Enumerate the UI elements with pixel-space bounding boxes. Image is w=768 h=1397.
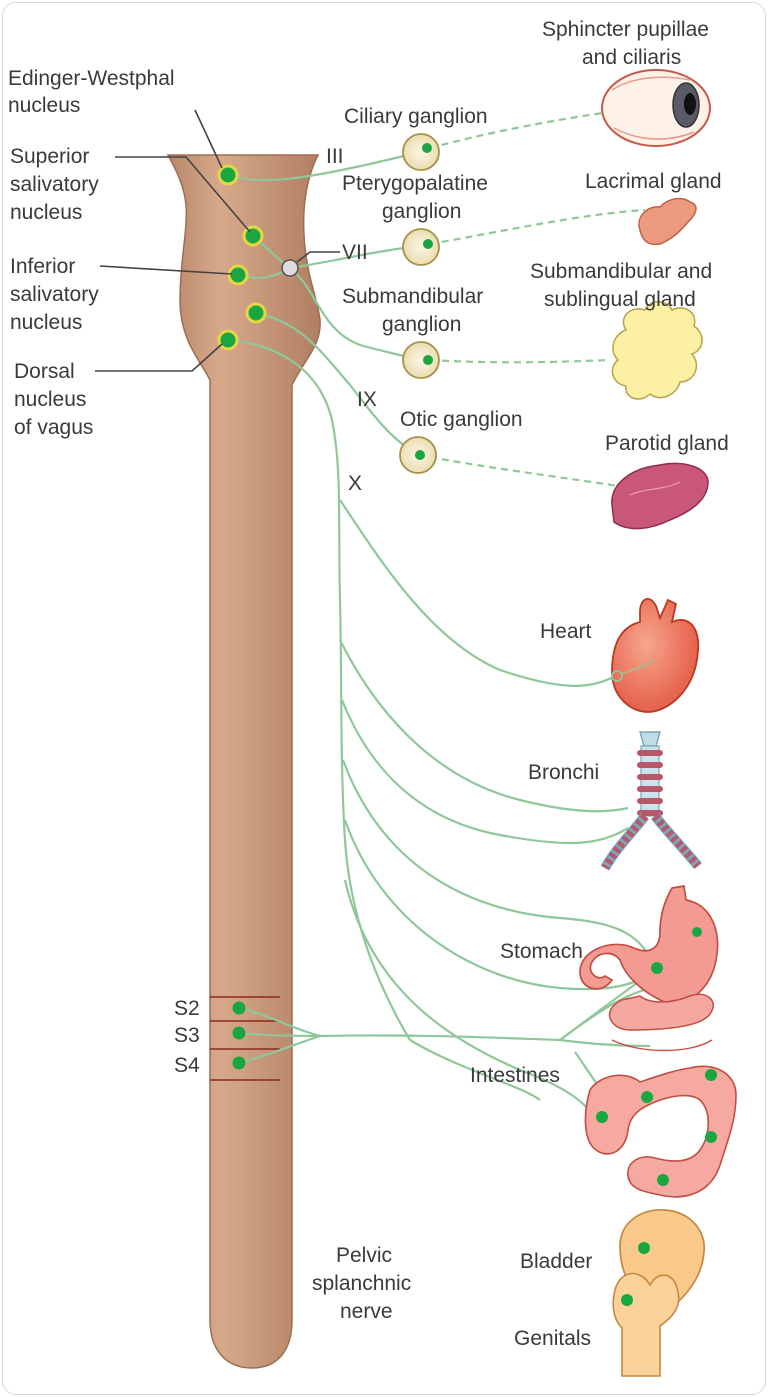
label-submandibular-gland: Submandibular and sublingual gland [530,260,718,311]
label-parotid: Parotid gland [605,432,729,455]
vagus-to-bronchi-1 [340,640,628,811]
inferior-salivatory-nucleus [229,266,247,284]
label-edinger-westphal: Edinger-Westphal nucleus [8,67,180,117]
postganglionic-submandibular [430,360,610,362]
superior-salivatory-nucleus [244,227,262,245]
label-s2: S2 [174,997,200,1020]
label-otic-ganglion: Otic ganglion [400,408,523,431]
pelvic-to-bladder [560,1040,650,1046]
parotid-gland-icon [612,464,708,529]
pterygopalatine-ganglion [403,229,439,265]
submandibular-ganglion [403,342,439,378]
label-inferior-salivatory: Inferior salivatory nucleus [10,255,105,334]
label-sphincter: Sphincter pupillae and ciliaris [542,18,715,69]
lacrimal-gland-icon [639,199,696,245]
label-intestines: Intestines [470,1064,560,1087]
label-stomach: Stomach [500,940,583,963]
label-genitals: Genitals [514,1327,591,1350]
label-dorsal-vagus: Dorsal nucleus of vagus [14,360,93,439]
label-s3: S3 [174,1024,200,1047]
ciliary-ganglion [403,134,439,170]
vagus-to-stomach-2 [345,820,655,989]
label-bronchi: Bronchi [528,761,599,784]
label-nerve-x: X [348,472,362,495]
label-nerve-ix: IX [357,388,377,411]
postganglionic-otic [430,457,630,488]
stomach-icon [580,886,718,1003]
label-ciliary-ganglion: Ciliary ganglion [344,105,488,128]
bronchi-icon [605,732,698,868]
label-submandibular-ganglion: Submandibular ganglion [342,285,489,336]
s2-nucleus [233,1002,246,1015]
heart-icon [612,599,698,712]
vagus-side-nucleus [247,304,265,322]
submandibular-gland-icon [612,302,702,399]
postganglionic-pterygopalatine [430,210,645,244]
label-s4: S4 [174,1054,200,1077]
label-nerve-iii: III [326,145,344,168]
genitals-icon [613,1274,678,1376]
dorsal-vagus-nucleus [219,331,237,349]
geniculate-ganglion [282,260,298,276]
pelvic-splanchnic-nerve [320,1035,560,1040]
label-heart: Heart [540,620,592,643]
edinger-westphal-nucleus [219,166,237,184]
eye-icon [602,70,710,146]
label-nerve-vii: VII [342,241,368,264]
s4-nucleus [233,1057,246,1070]
label-pterygopalatine-ganglion: Pterygopalatine ganglion [342,172,494,223]
label-superior-salivatory: Superior salivatory nucleus [10,145,105,224]
label-lacrimal: Lacrimal gland [585,170,722,193]
s3-nucleus [233,1027,246,1040]
otic-ganglion [400,437,436,473]
label-bladder: Bladder [520,1250,592,1273]
label-pelvic-splanchnic: Pelvic splanchnic nerve [312,1244,417,1323]
vagus-to-heart [340,500,615,686]
intestines-icon [585,1066,736,1197]
brainstem-and-spinal-cord [168,155,320,1368]
small-intestine-icon [610,994,714,1050]
